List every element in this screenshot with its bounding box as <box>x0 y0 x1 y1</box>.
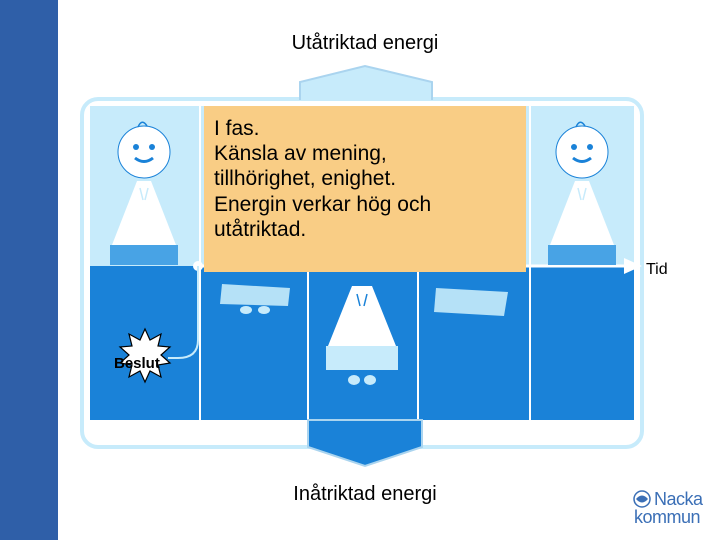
downward-arrow <box>307 419 423 468</box>
inward-energy-title: Inåtriktad energi <box>293 483 437 505</box>
outward-energy-title: Utåtriktad energi <box>291 32 439 54</box>
phase-text-line: Energin verkar hög och <box>214 192 432 216</box>
person-figure-inward <box>326 286 398 385</box>
faded-figure-right <box>434 288 508 316</box>
in-phase-description-box: I fas. Känsla av mening, tillhörighet, e… <box>204 106 526 272</box>
decision-starburst <box>118 327 172 384</box>
nacka-kommun-logo: Nacka kommun <box>630 488 714 528</box>
upward-arrow <box>299 64 433 100</box>
faded-figure-left <box>220 284 290 314</box>
person-figure-left <box>110 121 178 265</box>
phase-text-line: utåtriktad. <box>214 217 307 241</box>
logo-text-line2: kommun <box>634 507 701 527</box>
phase-text-line: Känsla av mening, <box>214 142 387 166</box>
decision-connector <box>168 266 199 359</box>
phase-text-line: tillhörighet, enighet. <box>214 167 397 191</box>
logo-text-line1: Nacka <box>654 489 703 509</box>
time-axis-arrowhead <box>624 258 642 274</box>
phase-text-line: I fas. <box>214 117 260 140</box>
left-sidebar-bar <box>0 0 58 540</box>
logo-emblem-icon <box>633 490 651 508</box>
decision-label: Beslut <box>114 355 160 372</box>
time-axis-label: Tid <box>646 261 668 278</box>
person-figure-right <box>548 121 616 265</box>
